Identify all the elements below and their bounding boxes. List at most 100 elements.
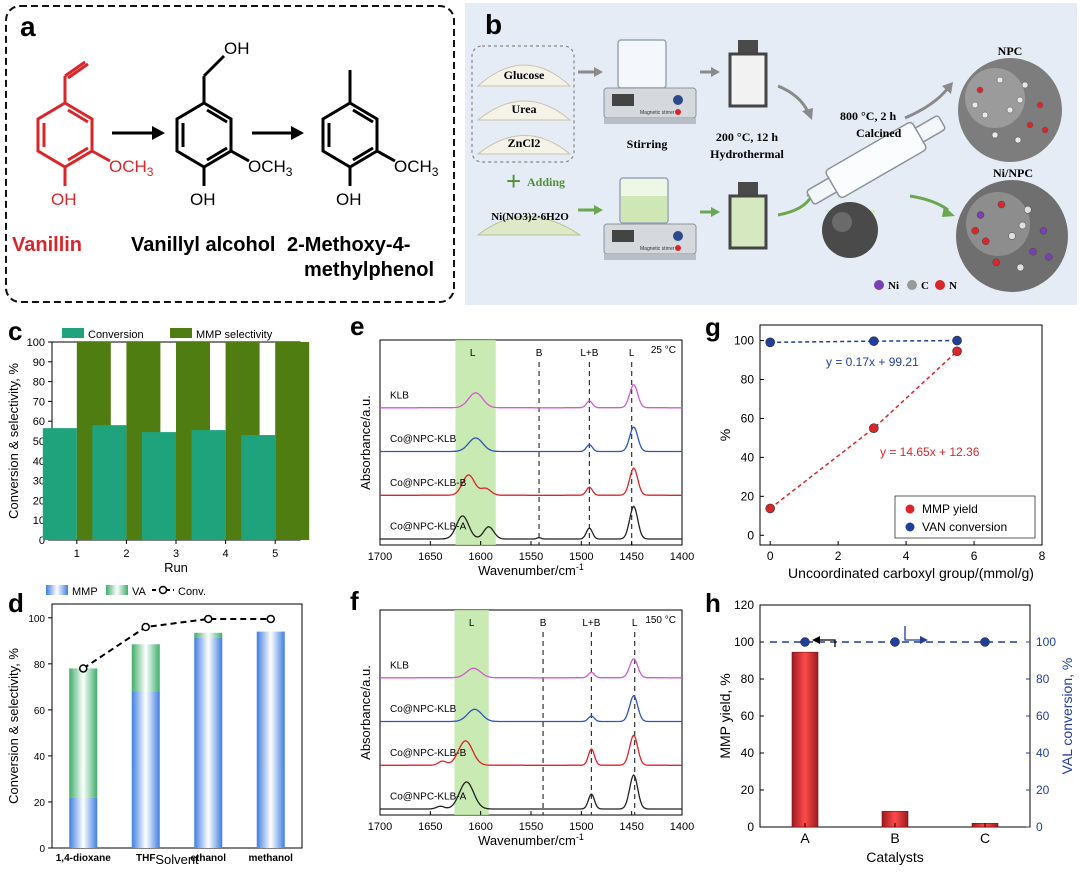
legend-van: VAN conversion [922,520,1007,534]
legend-selectivity: MMP selectivity [196,329,273,341]
spectrum-label: Co@NPC-KLB-A [390,522,467,533]
stirrer-2: Magnetic stirrer [603,177,697,260]
flow-arrow-8-head [942,206,955,217]
marker-label: B [536,348,543,359]
precursor-zncl2: ZnCl2 [508,136,541,150]
bar-va [194,632,223,638]
spectrum-label: Co@NPC-KLB-B [390,748,467,759]
x-tick-label: 1550 [519,551,543,563]
y-tick-label: 100 [734,635,754,649]
spectrum-curve [380,383,682,409]
left-axis-arrow-head [812,636,820,644]
y-tick-label: 60 [741,709,755,723]
y-tick-label: 90 [33,357,45,369]
x-tick-label: 1450 [619,821,643,833]
left-axis-arrow [818,639,836,647]
bar-mmp [131,691,160,848]
y-tick-label: 70 [33,396,45,408]
spectrum-curve [380,505,682,540]
vanillin-label: Vanillin [12,234,82,256]
scatter-point [765,503,775,514]
conv-point [79,664,88,673]
y-tick-label: 40 [741,450,755,464]
flow-arrow-5 [777,84,810,113]
mmp-label-line1: 2-Methoxy-4- [287,234,410,256]
fit-equation-van: y = 0.17x + 99.21 [826,355,919,369]
y-tick-label: 0 [39,535,45,547]
npc-atom [981,111,989,119]
conv-line [82,617,271,670]
panel-letter: c [8,316,22,346]
panel-b: b Glucose Urea ZnCl2 + Adding Ni(NO3)2·6… [465,3,1077,305]
npc-atom [1021,81,1029,89]
y-tick-label: 20 [33,495,45,507]
chart-g-plot-frame [759,324,1043,546]
legend-n-dot [935,280,945,290]
scatter-point [952,335,962,346]
y2-tick-label: 80 [1036,672,1050,686]
x-tick-label: 1450 [619,551,643,563]
mmp-label-line2: methylphenol [304,259,434,281]
x-tick-label: 4 [223,548,229,560]
legend-ni-dot [874,280,884,290]
spectrum-label: Co@NPC-KLB-B [390,478,467,489]
flow-arrow-7-head [942,82,953,94]
vanillyl-oh: OH [190,190,216,209]
right-axis-arrow [904,626,922,641]
scatter-point [869,423,879,433]
y-axis-label: Absorbance/a.u. [358,665,373,760]
panel-a: a OCH3 OH Vanillin [5,5,455,303]
panel-b-letter: b [485,9,502,40]
y2-tick-label: 20 [1036,783,1050,797]
vanillyl-oh-top: OH [224,39,250,58]
legend-va: VA [132,586,147,598]
ninpc-atom [992,258,1000,266]
conversion-point [800,637,810,647]
y-tick-label: 40 [34,752,46,763]
ninpc-atom [1029,248,1037,256]
spectrum-curve [380,426,682,453]
vanillyl-alcohol-label: Vanillyl alcohol [131,234,276,256]
y-tick-label: 10 [33,515,45,527]
x-tick-label: 5 [272,548,278,560]
mmp-oh: OH [336,190,362,209]
y-axis-label: Absorbance/a.u. [358,395,373,490]
x-axis-label: Catalysts [866,849,924,865]
y2-axis-label: VAL conversion, % [1059,658,1075,775]
conv-point [141,622,150,632]
marker-label: L+B [580,348,598,359]
x-tick-label: 3 [173,548,179,560]
x-tick-label: 1500 [569,551,593,563]
x-axis-label: Run [164,560,188,575]
y-tick-label: 60 [33,416,45,428]
y-tick-label: 60 [741,411,755,425]
legend-mmp-marker [905,504,915,514]
ninpc-atom [1039,227,1048,235]
bar-mmp-yield [791,651,819,828]
x-axis-label: Wavenumber/cm-1 [478,832,584,848]
nickel-salt-pile [476,216,582,236]
x-tick-label: 1650 [418,551,442,563]
npc-atom [971,101,979,109]
ninpc-atom-dots [971,200,1053,272]
temperature-label: 25 °C [651,345,676,356]
x-tick-label: C [980,830,990,846]
x-tick-label: 4 [903,549,910,563]
ninpc-atom [971,227,979,235]
x-axis-label-sup: -1 [576,832,584,842]
atom-legend: Ni C N [874,280,957,292]
fit-equation-mmp: y = 14.65x + 12.36 [880,445,980,459]
x-tick-label: A [800,830,810,846]
marker-label: L [632,618,638,629]
ninpc-atom [976,211,985,219]
y-tick-label: 0 [39,844,45,855]
npc-atom [1036,101,1044,109]
y-tick-label: 20 [741,783,755,797]
npc-atom [996,76,1004,84]
x-tick-label: THF [136,853,155,864]
panel-letter: e [350,311,364,341]
flow-arrow-2-head [594,205,603,215]
spectrum-curve [380,658,682,679]
legend-c: C [921,280,929,292]
